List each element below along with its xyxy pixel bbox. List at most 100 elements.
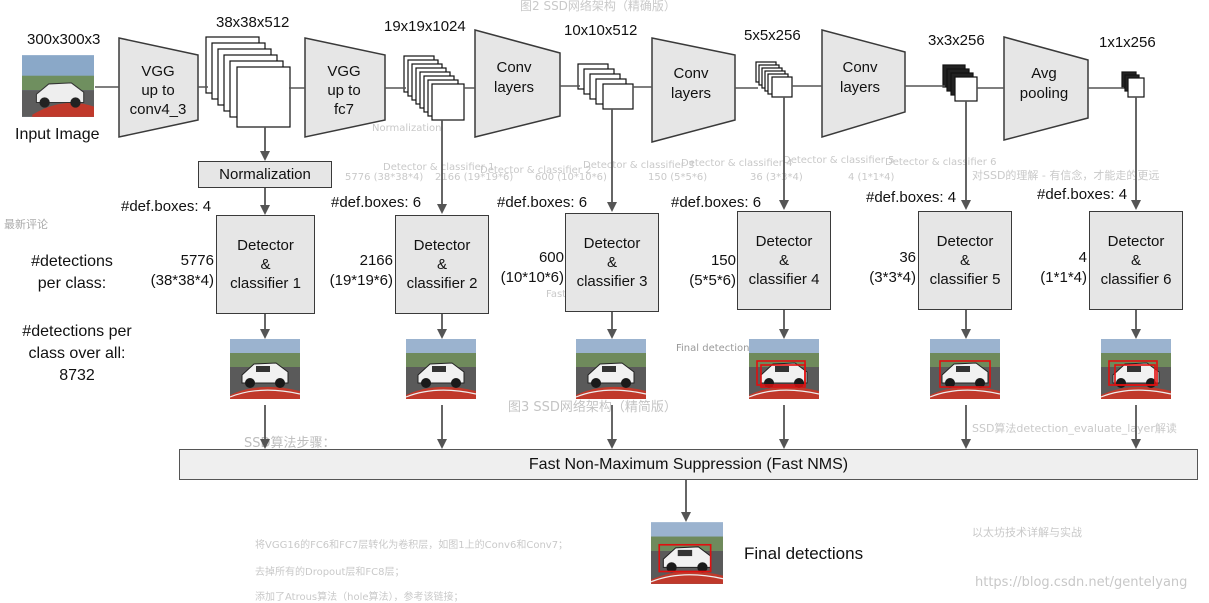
detection-count-5: 36 (3*3*4) bbox=[846, 248, 916, 288]
bg-count-6: 4 (1*1*4) bbox=[848, 172, 895, 183]
bg-count-5: 36 (3*3*4) bbox=[750, 172, 803, 183]
count-1-formula: (38*38*4) bbox=[150, 272, 214, 289]
detection-count-2: 2166 (19*19*6) bbox=[323, 251, 393, 291]
fmap-label-3: 10x10x512 bbox=[564, 22, 638, 39]
input-size-label: 300x300x3 bbox=[27, 31, 101, 48]
detection-count-6: 4 (1*1*4) bbox=[1017, 248, 1087, 288]
count-1-value: 5776 bbox=[180, 252, 214, 269]
fast-nms-box: Fast Non-Maximum Suppression (Fast NMS) bbox=[179, 449, 1198, 480]
detector-6-line1: Detector bbox=[1107, 233, 1165, 250]
def-boxes-6: #def.boxes: 4 bbox=[1037, 186, 1128, 203]
detector-box-6: Detector & classifier 6 bbox=[1089, 211, 1183, 310]
final-detection-image bbox=[651, 522, 723, 584]
conv1-label: Conv layers bbox=[480, 58, 548, 98]
detection-image-2 bbox=[406, 339, 476, 399]
bg-detector-6: Detector & classifier 6 bbox=[885, 157, 997, 168]
detections-overall-label: #detections per class over all: 8732 bbox=[12, 321, 142, 387]
count-6-formula: (1*1*4) bbox=[1040, 269, 1087, 286]
trapezoid-blocks bbox=[118, 29, 1089, 143]
conv3-line2: layers bbox=[839, 79, 880, 96]
conv1-line2: layers bbox=[493, 79, 534, 96]
detector-box-1: Detector & classifier 1 bbox=[216, 215, 315, 314]
overall-line1: #detections per bbox=[22, 323, 132, 340]
input-image bbox=[22, 54, 94, 118]
per-class-line1: #detections bbox=[31, 253, 113, 270]
def-boxes-5: #def.boxes: 4 bbox=[866, 189, 957, 206]
avg-line2: pooling bbox=[1019, 85, 1069, 102]
bg-watermark: https://blog.csdn.net/gentelyang bbox=[975, 575, 1188, 590]
vgg2-line3: fc7 bbox=[333, 101, 354, 118]
bg-step-3: 添加了Atrous算法（hole算法），参考该链接； bbox=[255, 592, 464, 603]
feature-map-stacks bbox=[205, 36, 1145, 128]
avg-line1: Avg bbox=[1031, 65, 1057, 82]
vertical-arrows bbox=[260, 97, 1141, 522]
detection-image-1 bbox=[230, 339, 300, 399]
detector-2-line1: Detector bbox=[413, 237, 471, 254]
conv2-label: Conv layers bbox=[658, 64, 724, 104]
detection-count-1: 5776 (38*38*4) bbox=[144, 251, 214, 291]
detector-box-4: Detector & classifier 4 bbox=[737, 211, 831, 310]
conv-block-3 bbox=[821, 29, 906, 139]
fmap-label-4: 5x5x256 bbox=[744, 27, 801, 44]
bg-normalization: Normalization bbox=[372, 123, 442, 134]
bg-link-ssd: 对SSD的理解 - 有信念，才能走的更远 bbox=[972, 169, 1160, 182]
avg-pool-label: Avg pooling bbox=[1010, 64, 1078, 104]
def-boxes-1: #def.boxes: 4 bbox=[121, 198, 212, 215]
detector-6-line2: & bbox=[1130, 252, 1141, 269]
fmap-label-2: 19x19x1024 bbox=[384, 18, 466, 35]
bg-step-2: 去掉所有的Dropout层和FC8层； bbox=[255, 567, 405, 578]
detector-box-3: Detector & classifier 3 bbox=[565, 213, 659, 312]
avg-pool-block bbox=[1003, 36, 1089, 141]
detection-image-4 bbox=[749, 339, 819, 399]
count-6-value: 4 bbox=[1078, 249, 1087, 266]
bg-latest-comments: 最新评论 bbox=[4, 218, 48, 231]
horizontal-connections bbox=[95, 85, 1124, 89]
detector-6-line3: classifier 6 bbox=[1100, 271, 1172, 288]
count-2-value: 2166 bbox=[359, 252, 393, 269]
count-4-value: 150 bbox=[710, 252, 736, 269]
bg-detector-2: Detector & classifier 2 bbox=[480, 165, 592, 176]
feature-map-19 bbox=[403, 55, 465, 121]
bg-count-1: 5776 (38*38*4) bbox=[345, 172, 424, 183]
detector-box-5: Detector & classifier 5 bbox=[918, 211, 1012, 310]
count-5-formula: (3*3*4) bbox=[869, 269, 916, 286]
count-3-formula: (10*10*6) bbox=[500, 269, 564, 286]
detector-3-line2: & bbox=[606, 254, 617, 271]
conv-block-2 bbox=[651, 37, 736, 143]
detection-image-3 bbox=[576, 339, 646, 399]
fmap-label-6: 1x1x256 bbox=[1099, 34, 1156, 51]
feature-map-10 bbox=[577, 63, 634, 110]
detector-4-line2: & bbox=[778, 252, 789, 269]
bg-caption-fig3: 图3 SSD网络架构（精简版） bbox=[508, 400, 677, 415]
bg-detector-5: Detector & classifier 5 bbox=[783, 155, 895, 166]
bg-link-eval: SSD算法detection_evaluate_layer解读 bbox=[972, 422, 1177, 435]
detector-2-line2: & bbox=[436, 256, 447, 273]
detector-3-line1: Detector bbox=[583, 235, 641, 252]
bg-count-2: 2166 (19*19*6) bbox=[435, 172, 514, 183]
input-caption: Input Image bbox=[15, 126, 100, 143]
count-4-formula: (5*5*6) bbox=[689, 272, 736, 289]
vgg-block-2 bbox=[304, 37, 386, 138]
conv-block-1 bbox=[474, 29, 561, 138]
conv1-line1: Conv bbox=[496, 59, 532, 76]
count-3-value: 600 bbox=[538, 249, 564, 266]
bg-detector-1: Detector & classifier 1 bbox=[383, 162, 495, 173]
vgg1-line1: VGG bbox=[141, 63, 175, 80]
detection-count-3: 600 (10*10*6) bbox=[494, 248, 564, 288]
conv3-label: Conv layers bbox=[827, 58, 893, 98]
feature-map-38 bbox=[205, 36, 291, 128]
bg-count-4: 150 (5*5*6) bbox=[648, 172, 708, 183]
feature-map-5 bbox=[755, 61, 793, 98]
fmap-label-5: 3x3x256 bbox=[928, 32, 985, 49]
def-boxes-3: #def.boxes: 6 bbox=[497, 194, 588, 211]
detector-1-line3: classifier 1 bbox=[230, 275, 301, 292]
vgg2-label: VGG up to fc7 bbox=[312, 62, 376, 119]
bg-step-1: 将VGG16的FC6和FC7层转化为卷积层，如图1上的Conv6和Conv7； bbox=[255, 540, 569, 551]
detector-2-line3: classifier 2 bbox=[406, 275, 478, 292]
bg-detector-3: Detector & classifier 3 bbox=[583, 160, 695, 171]
vgg1-line3: conv4_3 bbox=[129, 101, 187, 118]
final-detections-label: Final detections bbox=[744, 544, 864, 563]
vgg-block-1 bbox=[118, 37, 199, 138]
def-boxes-2: #def.boxes: 6 bbox=[331, 194, 422, 211]
count-5-value: 36 bbox=[899, 249, 916, 266]
